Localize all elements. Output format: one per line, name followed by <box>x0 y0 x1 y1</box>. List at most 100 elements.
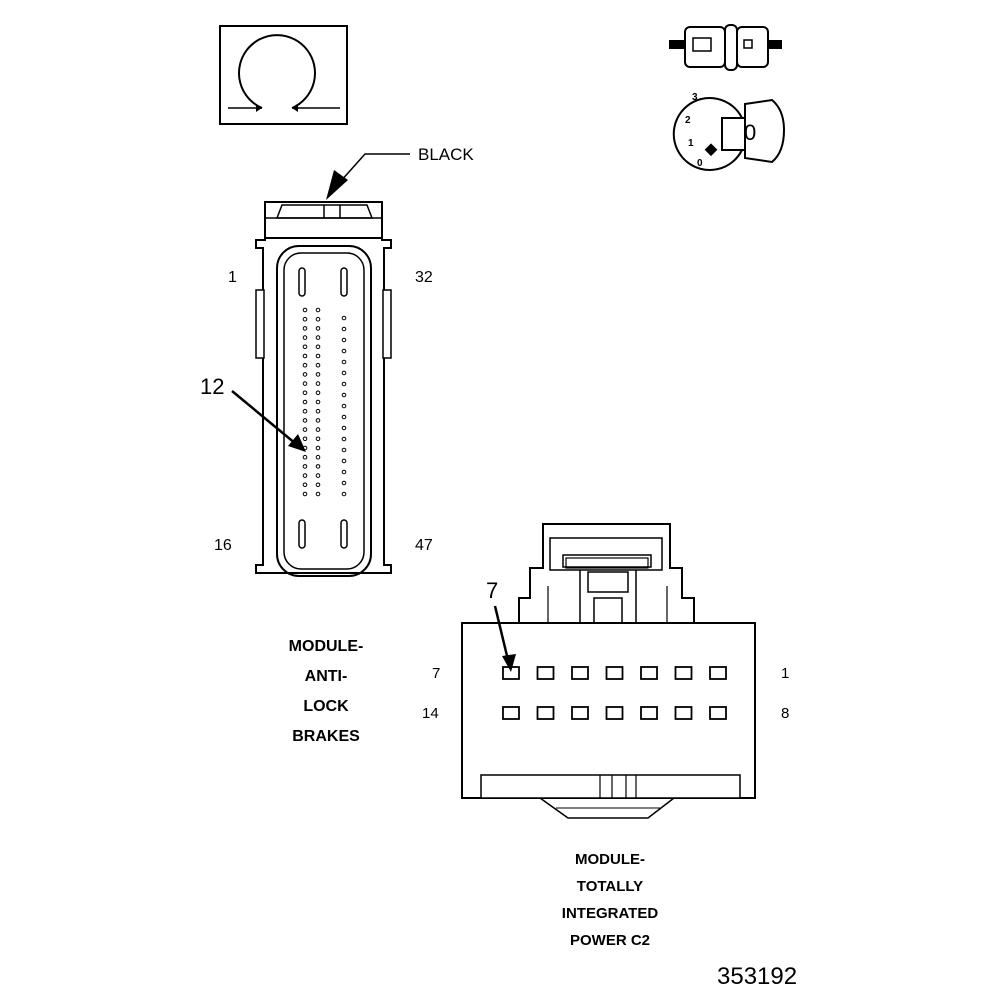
abs-pin-hole <box>302 335 308 340</box>
abs-pin-hole <box>302 427 308 432</box>
tipm-pin-cavity <box>605 666 624 680</box>
abs-pin-hole <box>302 353 308 359</box>
abs-pin-hole <box>315 464 321 469</box>
abs-connector-title: MODULE- ANTI- LOCK BRAKES <box>258 638 394 758</box>
abs-title-line-3: LOCK <box>303 698 349 715</box>
abs-pin-hole <box>315 381 321 386</box>
abs-pin-hole <box>341 469 347 475</box>
abs-pin-hole <box>341 315 347 321</box>
tipm-connector-title: MODULE- TOTALLY INTEGRATED POWER C2 <box>530 851 690 959</box>
abs-connector <box>255 201 392 577</box>
tipm-pin-cavity <box>674 666 693 680</box>
abs-pin-hole <box>315 491 321 497</box>
tipm-pin-cavity <box>571 666 589 680</box>
abs-pin-hole <box>341 414 347 420</box>
abs-pin-hole <box>341 370 347 376</box>
abs-pin-hole <box>315 390 321 396</box>
abs-pin-hole <box>302 362 308 368</box>
abs-callout-pin-label: 12 <box>200 374 225 399</box>
abs-pin-label-bottom-left: 16 <box>214 537 232 554</box>
abs-pin-hole <box>341 337 347 343</box>
abs-pin-hole <box>302 418 308 423</box>
key-label: 0 <box>744 120 757 145</box>
abs-pin-hole <box>315 326 321 331</box>
key-position-1: 1 <box>688 138 694 149</box>
abs-pin-hole <box>302 316 308 322</box>
tipm-title-line-2: TOTALLY <box>576 878 644 895</box>
figure-number: 353192 <box>717 963 798 990</box>
abs-pin-hole <box>315 454 321 460</box>
abs-pin-hole <box>315 427 321 432</box>
tipm-pin-cavity <box>709 706 727 720</box>
abs-pin-hole <box>302 464 308 469</box>
color-callout-label: BLACK <box>418 145 474 164</box>
tipm-pin-cavity <box>640 706 658 720</box>
ignition-key-icon <box>672 97 786 171</box>
tipm-pin-label-row1-left: 7 <box>432 665 441 682</box>
abs-pin-hole <box>315 473 321 478</box>
abs-pin-label-top-right: 32 <box>415 269 433 286</box>
abs-pin-hole <box>302 326 308 331</box>
abs-pin-hole <box>302 307 308 313</box>
abs-title-line-2: ANTI- <box>304 668 348 685</box>
tipm-pin-cavity <box>674 706 693 720</box>
abs-pin-hole <box>341 326 347 332</box>
abs-pin-hole <box>341 491 347 497</box>
tipm-pin-cavity <box>502 706 520 720</box>
abs-pin-hole <box>315 335 321 340</box>
abs-pin-hole <box>302 473 308 478</box>
abs-pin-hole <box>341 403 347 409</box>
abs-pin-hole <box>315 316 321 322</box>
tipm-pin-cavity <box>536 706 555 720</box>
abs-pin-holes <box>302 307 347 497</box>
key-position-2: 2 <box>685 115 691 126</box>
tipm-title-line-4: POWER C2 <box>569 932 650 949</box>
abs-pin-hole <box>341 480 347 486</box>
key-position-3: 3 <box>692 92 698 103</box>
abs-pin-hole <box>315 482 321 488</box>
abs-pin-hole <box>302 344 308 350</box>
abs-pin-hole <box>315 418 321 423</box>
tipm-pin-cavity <box>605 706 624 720</box>
key-position-0: 0 <box>697 158 703 169</box>
abs-pin-hole <box>341 392 347 398</box>
abs-pin-hole <box>341 348 347 354</box>
abs-pin-label-top-left: 1 <box>228 269 237 286</box>
abs-pin-hole <box>302 372 308 377</box>
abs-pin-hole <box>341 436 347 442</box>
connector-plug-icon <box>669 24 782 71</box>
abs-pin-hole <box>302 399 308 405</box>
omega-symbol-icon <box>219 25 348 125</box>
abs-pin-hole <box>341 447 347 453</box>
abs-pin-hole <box>315 399 321 405</box>
tipm-pin-cavities <box>502 666 727 720</box>
abs-pin-hole <box>302 482 308 488</box>
abs-title-line-4: BRAKES <box>292 728 360 745</box>
abs-pin-hole <box>315 436 321 442</box>
abs-pin-hole <box>315 372 321 377</box>
tipm-pin-cavity <box>571 706 589 720</box>
abs-pin-hole <box>341 458 347 464</box>
abs-pin-hole <box>302 491 308 497</box>
abs-pin-callout-arrow <box>231 390 306 452</box>
tipm-title-line-3: INTEGRATED <box>561 905 659 922</box>
abs-pin-hole <box>315 408 321 414</box>
abs-pin-hole <box>315 307 321 313</box>
abs-pin-hole <box>302 390 308 396</box>
abs-pin-hole <box>341 381 347 387</box>
tipm-connector <box>461 523 756 819</box>
abs-pin-hole <box>302 381 308 386</box>
abs-pin-hole <box>302 454 308 460</box>
tipm-pin-cavity <box>709 666 727 680</box>
tipm-pin-cavity <box>640 666 658 680</box>
abs-pin-label-bottom-right: 47 <box>415 537 433 554</box>
abs-pin-hole <box>315 362 321 368</box>
tipm-title-line-1: MODULE- <box>575 851 645 868</box>
abs-pin-hole <box>302 408 308 414</box>
abs-title-line-1: MODULE- <box>288 638 364 655</box>
color-callout-leader <box>326 153 410 200</box>
abs-pin-hole <box>315 344 321 350</box>
abs-pin-hole <box>315 445 321 451</box>
